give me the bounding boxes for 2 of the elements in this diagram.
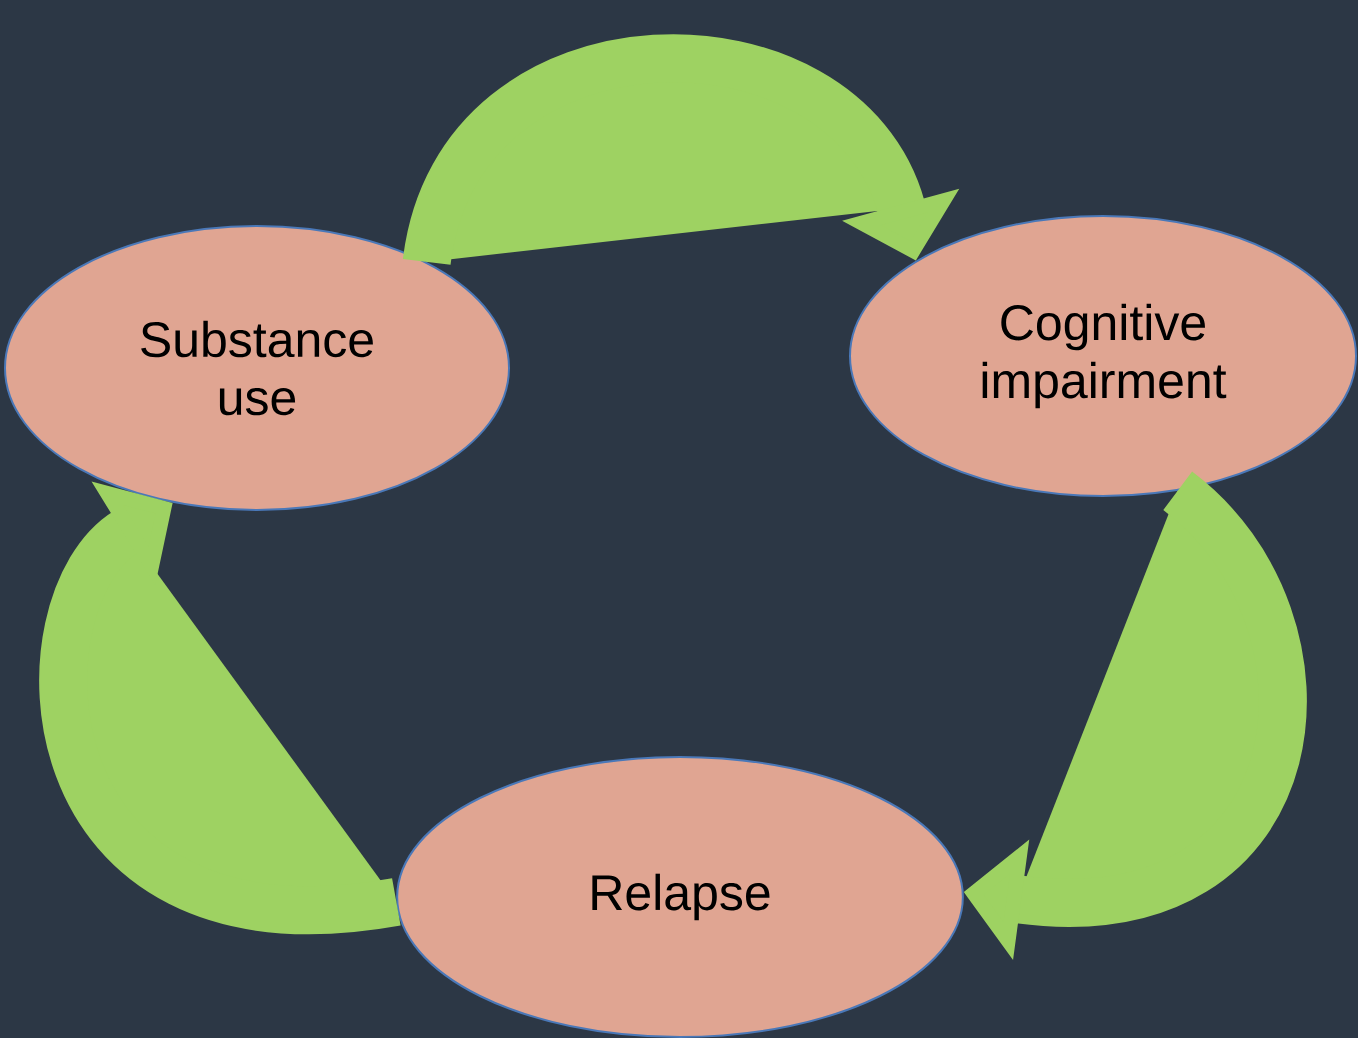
curved-arrow	[39, 481, 399, 935]
curved-arrow	[403, 34, 960, 268]
